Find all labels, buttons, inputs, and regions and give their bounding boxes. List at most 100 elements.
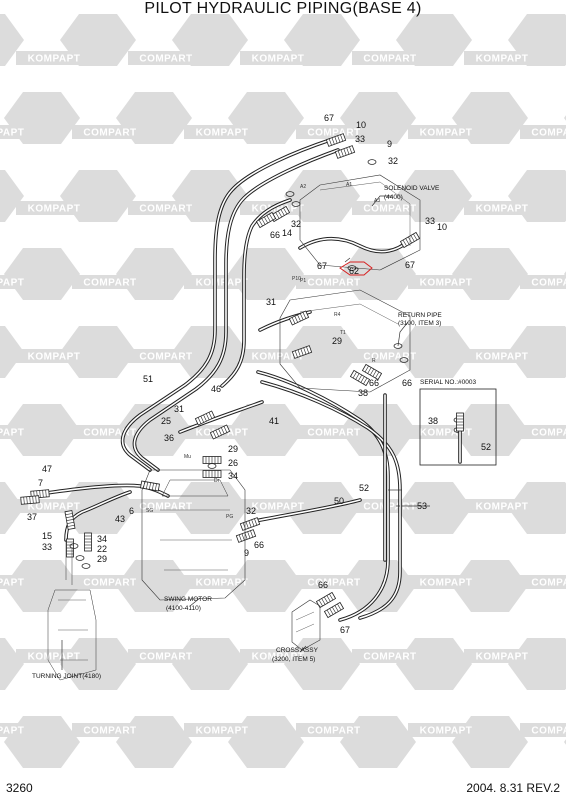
watermark-band (408, 275, 484, 289)
watermark-hexagon (172, 482, 248, 534)
watermark-text: KOMPAPT (196, 278, 249, 289)
annotation-cross-line2: (3200, ITEM 5) (272, 656, 315, 663)
part-label-32: 32 (246, 506, 256, 516)
watermark-band (72, 425, 148, 439)
watermark-hexagon (396, 482, 472, 534)
watermark-hexagon (284, 326, 360, 378)
port-mark-r: R (372, 358, 376, 364)
hose-fitting-17-rib (254, 518, 258, 526)
hose-fitting-5-rib (258, 219, 263, 227)
part-label-66: 66 (270, 230, 280, 240)
o-ring-9 (207, 463, 217, 469)
hose-fitting-7-rib (294, 350, 298, 358)
cross-assy-ports (295, 611, 315, 633)
watermark-text: KOMPAPT (476, 204, 529, 215)
watermark-band (128, 51, 204, 65)
part-label-32: 32 (291, 219, 301, 229)
watermark-text: COMPART (531, 128, 566, 139)
hose-fitting-19-rib (329, 593, 334, 601)
watermark-text: COMPART (307, 578, 360, 589)
part-label-25: 25 (161, 416, 171, 426)
hose-fitting-5 (255, 211, 277, 229)
watermark-band (128, 649, 204, 663)
part-label-66: 66 (402, 378, 412, 388)
hose-fitting-17 (239, 517, 261, 531)
watermark-text: COMPART (307, 726, 360, 737)
watermark-band (352, 649, 428, 663)
port-mark-t1: T1 (340, 330, 346, 336)
hose-fitting-17-rib (251, 519, 255, 527)
watermark-band (464, 51, 540, 65)
leader-swing (189, 597, 201, 607)
watermark-band (464, 349, 540, 363)
part-label-66: 66 (254, 540, 264, 550)
annotation-return-line1: RETURN PIPE (398, 312, 442, 319)
hose-fitting-17-rib (245, 521, 249, 529)
main-control-valve-edge (299, 303, 399, 325)
port-mark-p10: P10 (292, 276, 301, 282)
serial-detail-box (419, 388, 497, 466)
hose-50-core (249, 499, 361, 523)
hose-fitting-7-rib (306, 346, 310, 354)
hose-43-core (65, 491, 131, 541)
callout-62-marker (339, 261, 373, 276)
hose-fitting-23 (84, 532, 92, 552)
hose-fitting-20-rib (326, 609, 331, 617)
watermark-band (520, 275, 566, 289)
hose-fitting-2-rib (346, 147, 350, 155)
hose-fitting-13-rib (203, 414, 207, 422)
hose-fitting-13-rib (208, 412, 213, 419)
hose-fitting-11-rib (45, 489, 47, 497)
watermark-band (240, 649, 316, 663)
hose-fitting-10 (140, 480, 160, 492)
watermark-hexagon (228, 248, 304, 300)
watermark-band (0, 125, 36, 139)
part-label-32: 32 (388, 156, 398, 166)
hose-fitting-6-rib (291, 317, 296, 324)
watermark-text: COMPART (83, 578, 136, 589)
watermark-text: COMPART (83, 726, 136, 737)
hose-fitting-7-rib (300, 348, 304, 356)
part-label-66: 66 (318, 580, 328, 590)
watermark-text: KOMPAPT (28, 502, 81, 513)
watermark-band (128, 499, 204, 513)
hose-fitting-12-rib (26, 496, 28, 504)
watermark-band (72, 575, 148, 589)
part-label-31: 31 (266, 297, 276, 307)
hose-fitting-9-rib (367, 367, 372, 374)
watermark-band (240, 51, 316, 65)
watermark-text: COMPART (363, 502, 416, 513)
hose-fitting-15 (202, 456, 222, 464)
port-mark-mu: Mu (184, 454, 191, 460)
watermark-hexagon (0, 482, 24, 534)
watermark-band (0, 575, 36, 589)
hose-fitting-9-rib (372, 370, 377, 377)
hose-fitting-2 (334, 145, 356, 159)
hose-fitting-1-rib (334, 136, 338, 144)
hose-fitting-19 (315, 591, 337, 609)
port-mark-r4: R4 (334, 312, 341, 318)
watermark-text: KOMPAPT (0, 128, 24, 139)
watermark-text: KOMPAPT (476, 502, 529, 513)
part-label-15: 15 (42, 531, 52, 541)
part-label-52: 52 (481, 442, 491, 452)
part-label-33: 33 (425, 216, 435, 226)
hose-fitting-21-rib (67, 522, 75, 524)
watermark-text: COMPART (139, 204, 192, 215)
watermark-hexagon (60, 638, 136, 690)
watermark-band (408, 575, 484, 589)
part-label-67: 67 (324, 113, 334, 123)
hose-fitting-14-rib (220, 427, 225, 435)
hose-fitting-8-rib (360, 376, 365, 383)
solenoid-valve-outline (299, 174, 421, 271)
part-label-66: 66 (369, 378, 379, 388)
watermark-hexagon (228, 404, 304, 456)
part-label-34: 34 (228, 471, 238, 481)
watermark-text: KOMPAPT (0, 428, 24, 439)
watermark-hexagon (340, 560, 416, 612)
annotation-swing-line2: (4100-4110) (166, 605, 201, 612)
hose-fitting-14-rib (218, 428, 222, 436)
watermark-band (464, 649, 540, 663)
part-label-50: 50 (334, 496, 344, 506)
